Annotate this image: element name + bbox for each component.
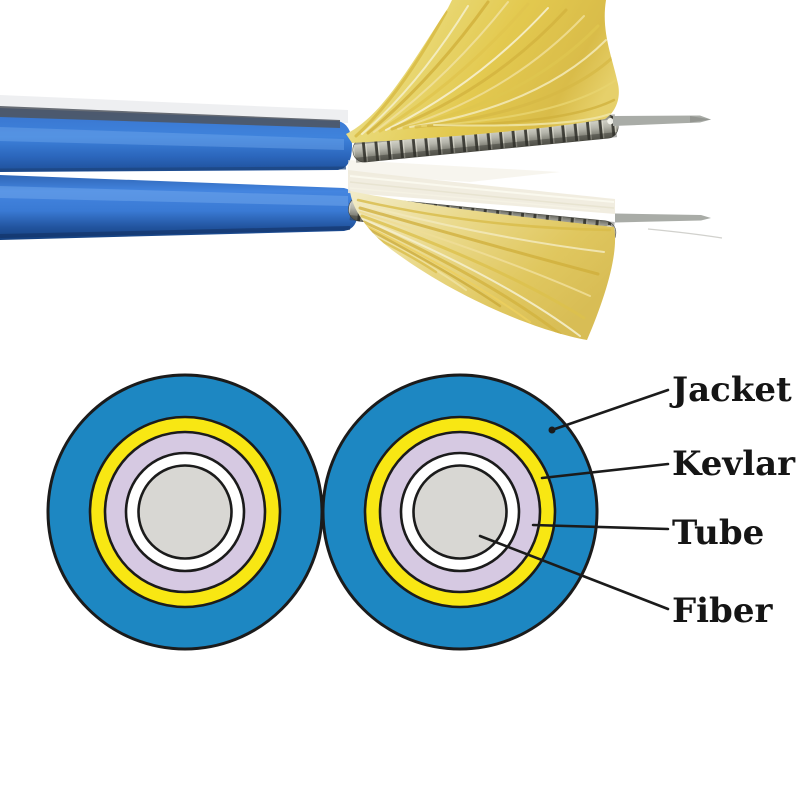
bottom-cable-jacket-sheen [0, 186, 348, 206]
pale-kevlar-band [348, 170, 615, 214]
fiber-label: Fiber [672, 591, 773, 631]
layer-labels: Jacket Kevlar Tube Fiber [669, 370, 796, 631]
top-cable-kevlar-fan [346, 0, 619, 143]
bottom-cable-jacket-shadow-line [0, 226, 351, 238]
jacket-leader-line [550, 388, 670, 432]
cable-photo [0, 0, 723, 340]
bottom-cable [0, 175, 358, 240]
cross-section-diagram: Jacket Kevlar Tube Fiber [46, 370, 796, 651]
tube-leader-line [531, 523, 670, 531]
bottom-cable-kevlar-fan [350, 191, 616, 340]
kevlar-leader-line [540, 462, 670, 480]
tube-label: Tube [672, 513, 764, 553]
kevlar-strands [356, 198, 612, 337]
cross-section-right [321, 373, 599, 651]
top-cable-jacket-shadow-line [0, 166, 347, 172]
fiber-core [412, 464, 508, 560]
bare-fiber-hairline [647, 228, 723, 239]
bare-fiber-tip [690, 116, 711, 123]
pale-cord-highlight [0, 95, 348, 123]
armor-tube-tip-highlight [607, 117, 614, 125]
bare-fiber-strand [615, 213, 711, 223]
kevlar-strands [354, 0, 617, 138]
jacket-leader-dot [548, 426, 556, 434]
bare-fiber-strand [613, 115, 711, 126]
bottom-cable-pale-kevlar [348, 170, 615, 214]
top-cable-bare-fiber [613, 115, 711, 126]
top-cable-jacket-top-edge [0, 106, 340, 128]
top-cable [0, 106, 352, 172]
jacket-label: Jacket [669, 370, 792, 410]
bottom-cable-bare-fiber [615, 213, 723, 239]
kevlar-label: Kevlar [672, 444, 796, 484]
fiber-leader-line [478, 534, 670, 611]
leader-lines [478, 388, 670, 611]
armor-tube-bottom-shade [355, 132, 617, 163]
cross-section-left [46, 373, 324, 651]
fiber-core [137, 464, 233, 560]
top-cable-jacket-sheen [0, 127, 344, 150]
